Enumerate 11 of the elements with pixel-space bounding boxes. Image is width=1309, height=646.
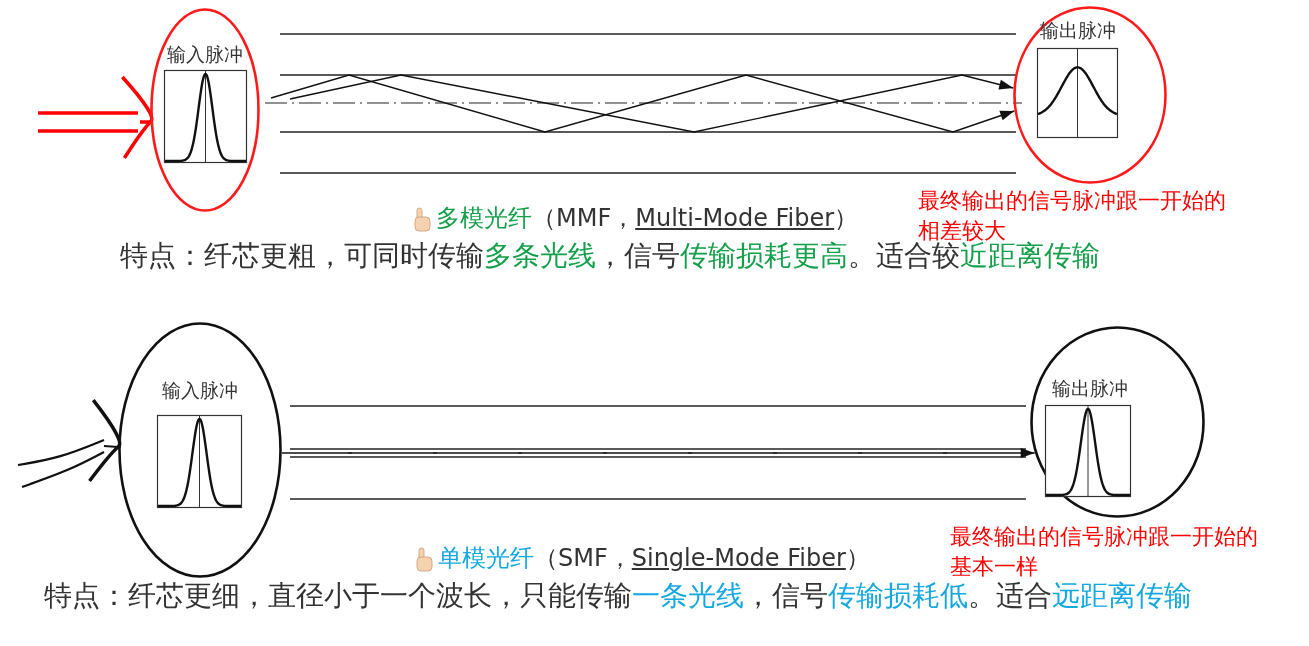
pulse-heading: 输入脉冲 xyxy=(167,45,243,64)
pulse-heading: 输入脉冲 xyxy=(162,381,238,400)
arrow xyxy=(16,398,122,489)
section-title: 多模光纤（MMF，Multi-Mode Fiber） xyxy=(436,205,859,233)
annotation-note: 最终输出的信号脉冲跟一开始的基本一样 xyxy=(950,523,1259,581)
section-title: 单模光纤（SMF，Single-Mode Fiber） xyxy=(438,545,870,573)
description-text: 特点：纤芯更细，直径小于一个波长，只能传输一条光线，信号传输损耗低。适合远距离传输 xyxy=(44,580,1192,613)
arrow xyxy=(36,75,154,160)
arrow xyxy=(281,448,1036,458)
pulse-heading: 输出脉冲 xyxy=(1040,21,1116,40)
pulse-heading: 输出脉冲 xyxy=(1052,379,1128,398)
